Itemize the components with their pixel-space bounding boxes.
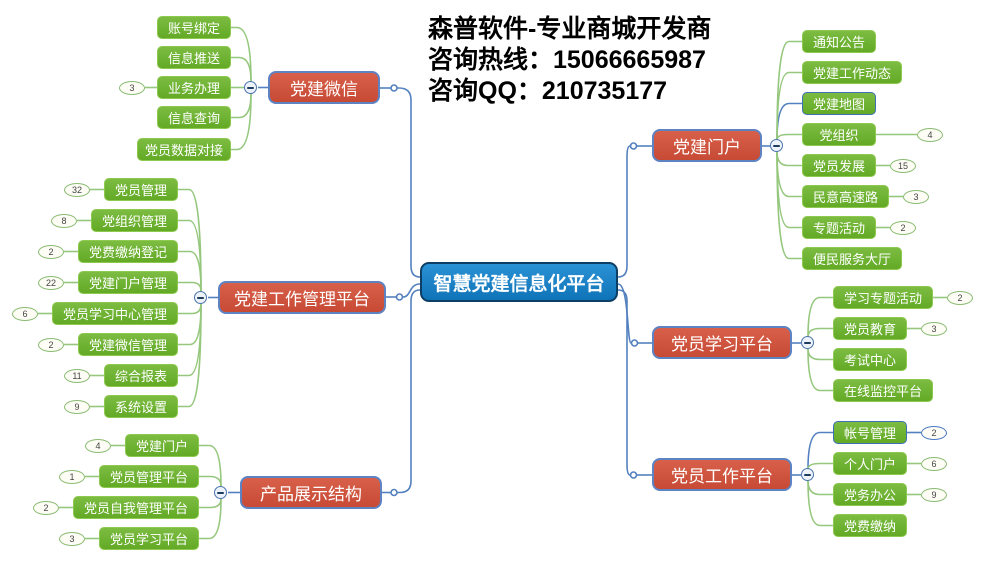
subtopic-node[interactable]: 党建工作动态	[802, 61, 902, 84]
collapse-icon[interactable]	[801, 468, 814, 481]
subtopic-node[interactable]: 党员管理	[104, 178, 178, 201]
count-badge[interactable]: 1	[59, 469, 85, 484]
subtopic-node[interactable]: 民意高速路	[802, 185, 889, 208]
count-badge[interactable]: 3	[59, 531, 85, 546]
count-badge[interactable]: 6	[921, 456, 947, 471]
count-badge[interactable]: 2	[38, 244, 64, 259]
count-badge[interactable]: 8	[51, 213, 77, 228]
count-badge[interactable]: 3	[921, 321, 947, 336]
count-badge[interactable]: 22	[38, 275, 64, 290]
hotline: 咨询热线：15066665987	[428, 46, 706, 74]
subtopic-node[interactable]: 党建地图	[802, 92, 876, 115]
branch-node-member-work[interactable]: 党员工作平台	[652, 458, 792, 491]
subtopic-node[interactable]: 党员学习平台	[99, 527, 199, 550]
subtopic-node[interactable]: 便民服务大厅	[802, 247, 902, 270]
branch-node-product-structure[interactable]: 产品展示结构	[240, 476, 382, 509]
count-badge[interactable]: 4	[85, 438, 111, 453]
collapse-icon[interactable]	[214, 486, 227, 499]
subtopic-node[interactable]: 党员教育	[833, 317, 907, 340]
count-badge[interactable]: 2	[890, 220, 916, 235]
subtopic-node[interactable]: 党员学习中心管理	[52, 302, 178, 325]
subtopic-node[interactable]: 学习专题活动	[833, 286, 933, 309]
collapse-icon[interactable]	[194, 291, 207, 304]
branch-node-learning[interactable]: 党员学习平台	[652, 326, 792, 359]
subtopic-node[interactable]: 党组织	[802, 123, 876, 146]
header-text: 森普软件-专业商城开发商 咨询热线：15066665987 咨询QQ：21073…	[428, 14, 711, 107]
branch-node-work-mgmt[interactable]: 党建工作管理平台	[218, 281, 386, 314]
subtopic-node[interactable]: 党员管理平台	[99, 465, 199, 488]
subtopic-node[interactable]: 党务办公	[833, 483, 907, 506]
brand-title: 森普软件-专业商城开发商	[428, 15, 712, 43]
subtopic-node[interactable]: 帐号管理	[833, 421, 907, 444]
subtopic-node[interactable]: 系统设置	[104, 395, 178, 418]
subtopic-node[interactable]: 党建门户管理	[78, 271, 178, 294]
subtopic-node[interactable]: 账号绑定	[157, 16, 231, 39]
count-badge[interactable]: 6	[12, 306, 38, 321]
subtopic-node[interactable]: 党员数据对接	[137, 138, 231, 161]
subtopic-node[interactable]: 考试中心	[833, 348, 907, 371]
subtopic-node[interactable]: 业务办理	[157, 76, 231, 99]
collapse-icon[interactable]	[244, 81, 257, 94]
collapse-icon[interactable]	[770, 139, 783, 152]
subtopic-node[interactable]: 综合报表	[104, 364, 178, 387]
count-badge[interactable]: 11	[64, 368, 90, 383]
branch-node-portal[interactable]: 党建门户	[652, 129, 762, 162]
count-badge[interactable]: 9	[921, 487, 947, 502]
count-badge[interactable]: 3	[119, 80, 145, 95]
subtopic-node[interactable]: 信息推送	[157, 46, 231, 69]
count-badge[interactable]: 2	[921, 425, 947, 440]
count-badge[interactable]: 9	[64, 399, 90, 414]
subtopic-node[interactable]: 专题活动	[802, 216, 876, 239]
count-badge[interactable]: 2	[33, 500, 59, 515]
subtopic-node[interactable]: 党建门户	[125, 434, 199, 457]
subtopic-node[interactable]: 党费缴纳登记	[78, 240, 178, 263]
count-badge[interactable]: 32	[64, 182, 90, 197]
subtopic-node[interactable]: 信息查询	[157, 106, 231, 129]
count-badge[interactable]: 15	[890, 158, 916, 173]
subtopic-node[interactable]: 党员发展	[802, 154, 876, 177]
subtopic-node[interactable]: 在线监控平台	[833, 379, 933, 402]
count-badge[interactable]: 2	[947, 290, 973, 305]
count-badge[interactable]: 3	[903, 189, 929, 204]
subtopic-node[interactable]: 党组织管理	[91, 209, 178, 232]
count-badge[interactable]: 2	[38, 337, 64, 352]
qq-contact: 咨询QQ：210735177	[428, 77, 668, 105]
subtopic-node[interactable]: 党费缴纳	[833, 514, 907, 537]
subtopic-node[interactable]: 党员自我管理平台	[73, 496, 199, 519]
root-node[interactable]: 智慧党建信息化平台	[420, 262, 618, 302]
subtopic-node[interactable]: 通知公告	[802, 30, 876, 53]
subtopic-node[interactable]: 个人门户	[833, 452, 907, 475]
count-badge[interactable]: 4	[917, 127, 943, 142]
collapse-icon[interactable]	[801, 336, 814, 349]
subtopic-node[interactable]: 党建微信管理	[78, 333, 178, 356]
branch-node-wechat[interactable]: 党建微信	[268, 71, 380, 104]
